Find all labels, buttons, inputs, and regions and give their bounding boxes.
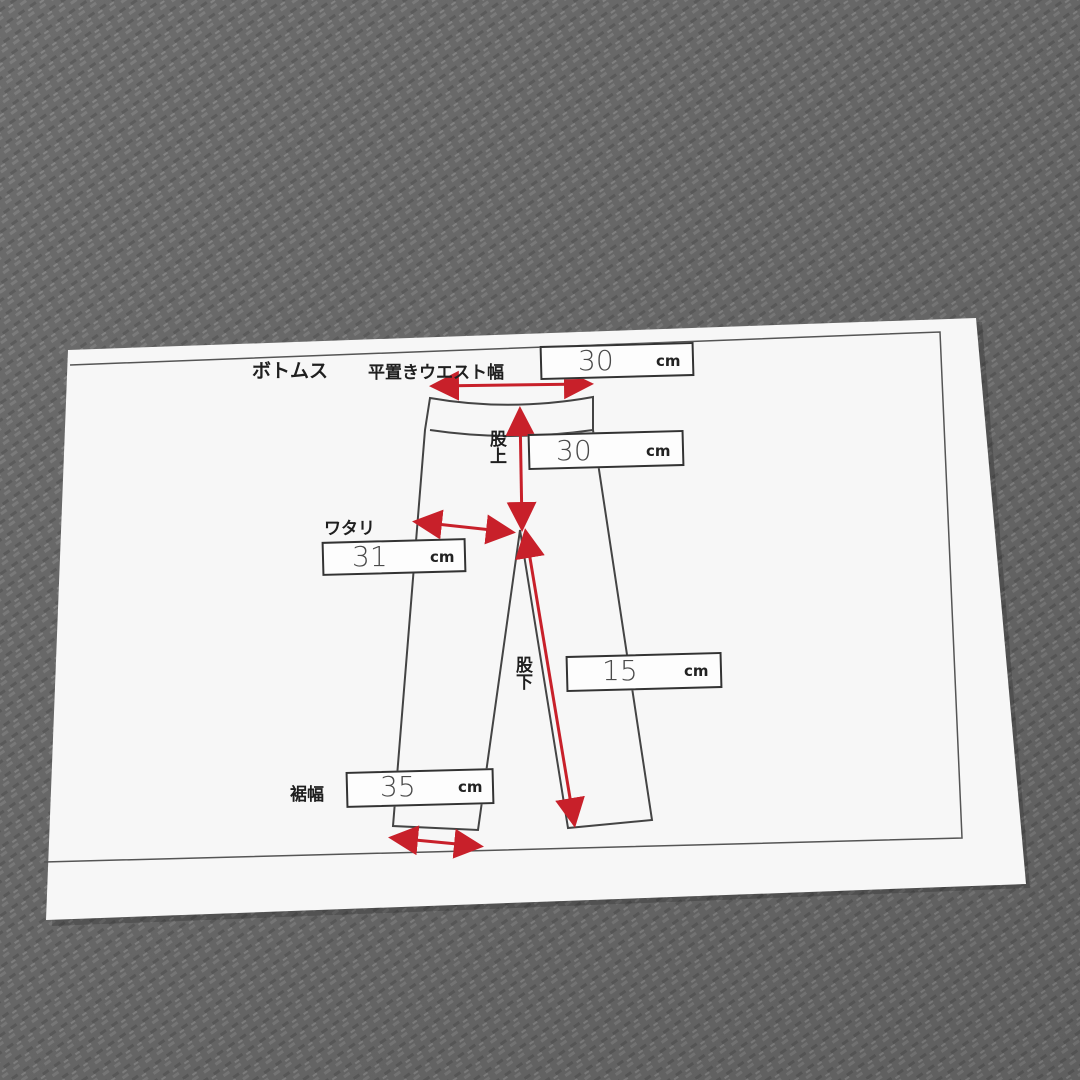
pants-outline [391, 395, 654, 832]
hem-label: 裾幅 [290, 785, 324, 805]
waist-value: 30 [578, 344, 614, 377]
thigh-unit: cm [430, 548, 455, 566]
paper-card [46, 318, 1026, 920]
inseam-value: 15 [602, 654, 638, 687]
hem-arrow [388, 825, 484, 859]
thigh-value: 31 [352, 540, 388, 573]
rise-label: 股上 [486, 430, 506, 464]
rise-arrow [505, 406, 537, 532]
inseam-arrow [515, 528, 585, 828]
hem-unit: cm [458, 778, 483, 796]
inseam-unit: cm [684, 662, 709, 680]
waist-unit: cm [656, 352, 681, 370]
thigh-arrow [412, 509, 516, 545]
waist-label: 平置きウエスト幅 [368, 363, 504, 383]
inseam-label: 股下 [512, 656, 532, 690]
hem-value: 35 [380, 770, 416, 803]
thigh-label: ワタリ [324, 519, 375, 539]
category-title: ボトムス [252, 360, 329, 382]
rise-unit: cm [646, 442, 671, 460]
rise-value: 30 [556, 434, 592, 467]
waist-arrow [429, 369, 594, 401]
